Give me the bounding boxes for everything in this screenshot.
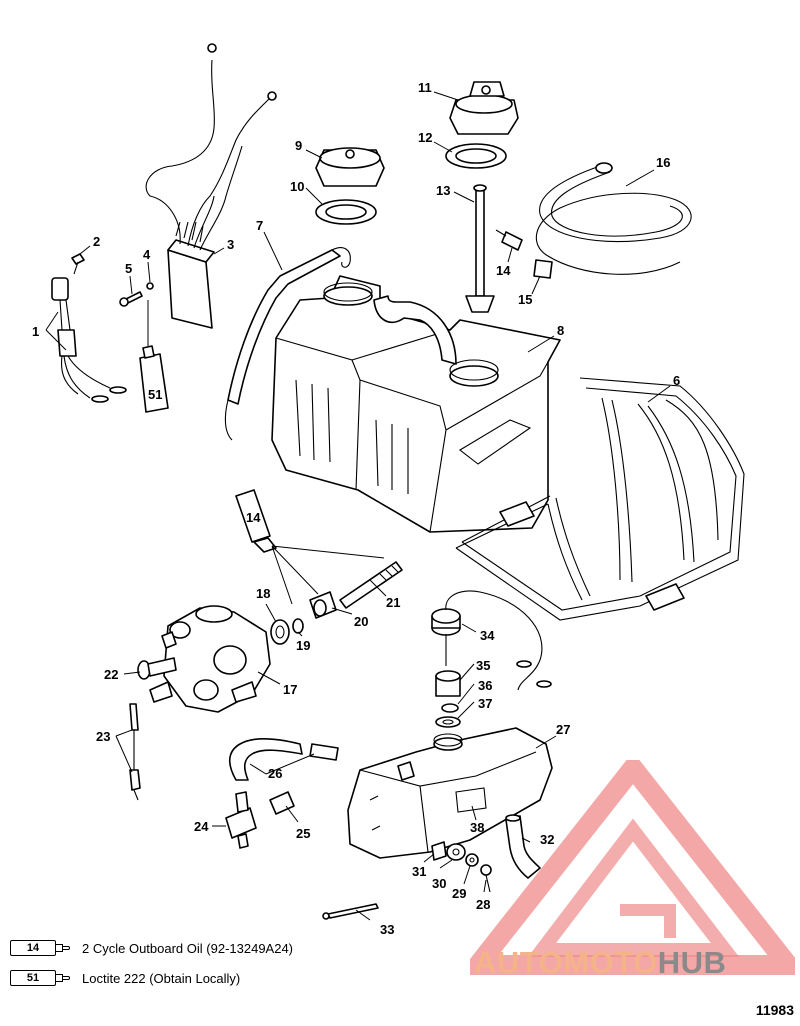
callout-38: 38	[470, 820, 484, 835]
part-36-retainer	[441, 703, 459, 713]
callout-36: 36	[478, 678, 492, 693]
part-16-hose	[535, 162, 692, 275]
watermark-text: AUTOMOTOHUB	[474, 945, 727, 980]
part-1-harness	[51, 277, 127, 403]
callout-14: 14	[496, 263, 511, 278]
callout-12: 12	[418, 130, 432, 145]
callout-34: 34	[480, 628, 495, 643]
part-33-pin	[322, 903, 379, 920]
part-24-tee-fitting	[225, 791, 257, 849]
callout-5: 5	[125, 261, 132, 276]
callout-32: 32	[540, 832, 554, 847]
callout-19: 19	[296, 638, 310, 653]
part-35-float	[435, 670, 461, 697]
part-26-hose	[228, 737, 339, 781]
part-30-grommet	[446, 843, 466, 861]
callout-11: 11	[418, 80, 432, 95]
callout-20: 20	[354, 614, 368, 629]
part-3-module	[145, 43, 277, 329]
legend-row-oil: 14 2 Cycle Outboard Oil (92-13249A24)	[10, 936, 330, 960]
callout-35: 35	[476, 658, 490, 673]
part-23-wire	[129, 703, 141, 801]
part-34-level-sensor	[431, 590, 552, 691]
svg-text:51: 51	[148, 387, 162, 402]
part-2-screw	[71, 253, 85, 275]
part-20-bushing	[309, 591, 337, 619]
callout-31: 31	[412, 864, 426, 879]
part-31-bushing	[431, 841, 447, 861]
callout-28: 28	[476, 897, 490, 912]
part-7-strap	[224, 247, 351, 441]
callout-22: 22	[104, 667, 118, 682]
callout-30: 30	[432, 876, 446, 891]
callout-24: 24	[194, 819, 209, 834]
callout-21: 21	[386, 595, 400, 610]
leader-lines	[45, 91, 671, 921]
loctite-tube-51: 51	[139, 345, 169, 413]
callout-18: 18	[256, 586, 270, 601]
part-5-screw	[119, 291, 143, 307]
part-9-cap	[315, 147, 385, 187]
tube-icon: 14	[10, 940, 72, 956]
part-17-oil-pump	[149, 605, 271, 713]
part-37-seal	[435, 716, 461, 728]
part-18-seal	[270, 619, 290, 645]
callout-2: 2	[93, 234, 100, 249]
legend-text: 2 Cycle Outboard Oil (92-13249A24)	[82, 940, 294, 956]
callout-4: 4	[143, 247, 151, 262]
callout-27: 27	[556, 722, 570, 737]
automotohub-logo-icon	[470, 760, 795, 975]
callout-8: 8	[557, 323, 564, 338]
callout-6: 6	[673, 373, 680, 388]
part-28-screw	[480, 864, 492, 893]
callout-labels: 1 2 3 4 5 6 7 8 9 10 11 12 13 14 15 16 1…	[32, 80, 680, 937]
figure-number: 11983	[755, 1002, 794, 1018]
callout-7: 7	[256, 218, 263, 233]
part-25-plug	[269, 791, 295, 815]
callout-10: 10	[290, 179, 304, 194]
part-8-tank	[271, 275, 561, 533]
tube-icon: 51	[10, 970, 72, 986]
callout-17: 17	[283, 682, 297, 697]
callout-15: 15	[518, 292, 532, 307]
part-32-elbow	[505, 814, 541, 879]
callout-23: 23	[96, 729, 110, 744]
part-19-oring	[292, 618, 304, 634]
part-15-fitting	[533, 259, 553, 279]
part-27-oil-reservoir	[347, 727, 553, 859]
part-11-sender-cap	[449, 81, 519, 135]
legend-row-loctite: 51 Loctite 222 (Obtain Locally)	[10, 966, 330, 990]
part-6-rack	[455, 377, 745, 621]
legend-text: Loctite 222 (Obtain Locally)	[82, 970, 241, 986]
callout-16: 16	[656, 155, 670, 170]
part-10-gasket	[315, 199, 377, 225]
part-4-washer	[146, 282, 154, 290]
part-12-gasket	[445, 143, 507, 169]
callout-37: 37	[478, 696, 492, 711]
callout-25: 25	[296, 826, 310, 841]
part-22-screw	[137, 657, 177, 680]
callout-33: 33	[380, 922, 394, 937]
callout-26: 26	[268, 766, 282, 781]
callout-1: 1	[32, 324, 39, 339]
oil-tube-14: 14	[235, 489, 385, 605]
part-14-fitting	[495, 229, 523, 251]
callout-9: 9	[295, 138, 302, 153]
svg-text:14: 14	[246, 510, 261, 525]
part-13-pickup-tube	[465, 184, 495, 313]
callout-29: 29	[452, 886, 466, 901]
callout-3: 3	[227, 237, 234, 252]
part-21-shaft	[339, 561, 403, 609]
part-29-washer	[465, 853, 479, 867]
callout-13: 13	[436, 183, 450, 198]
